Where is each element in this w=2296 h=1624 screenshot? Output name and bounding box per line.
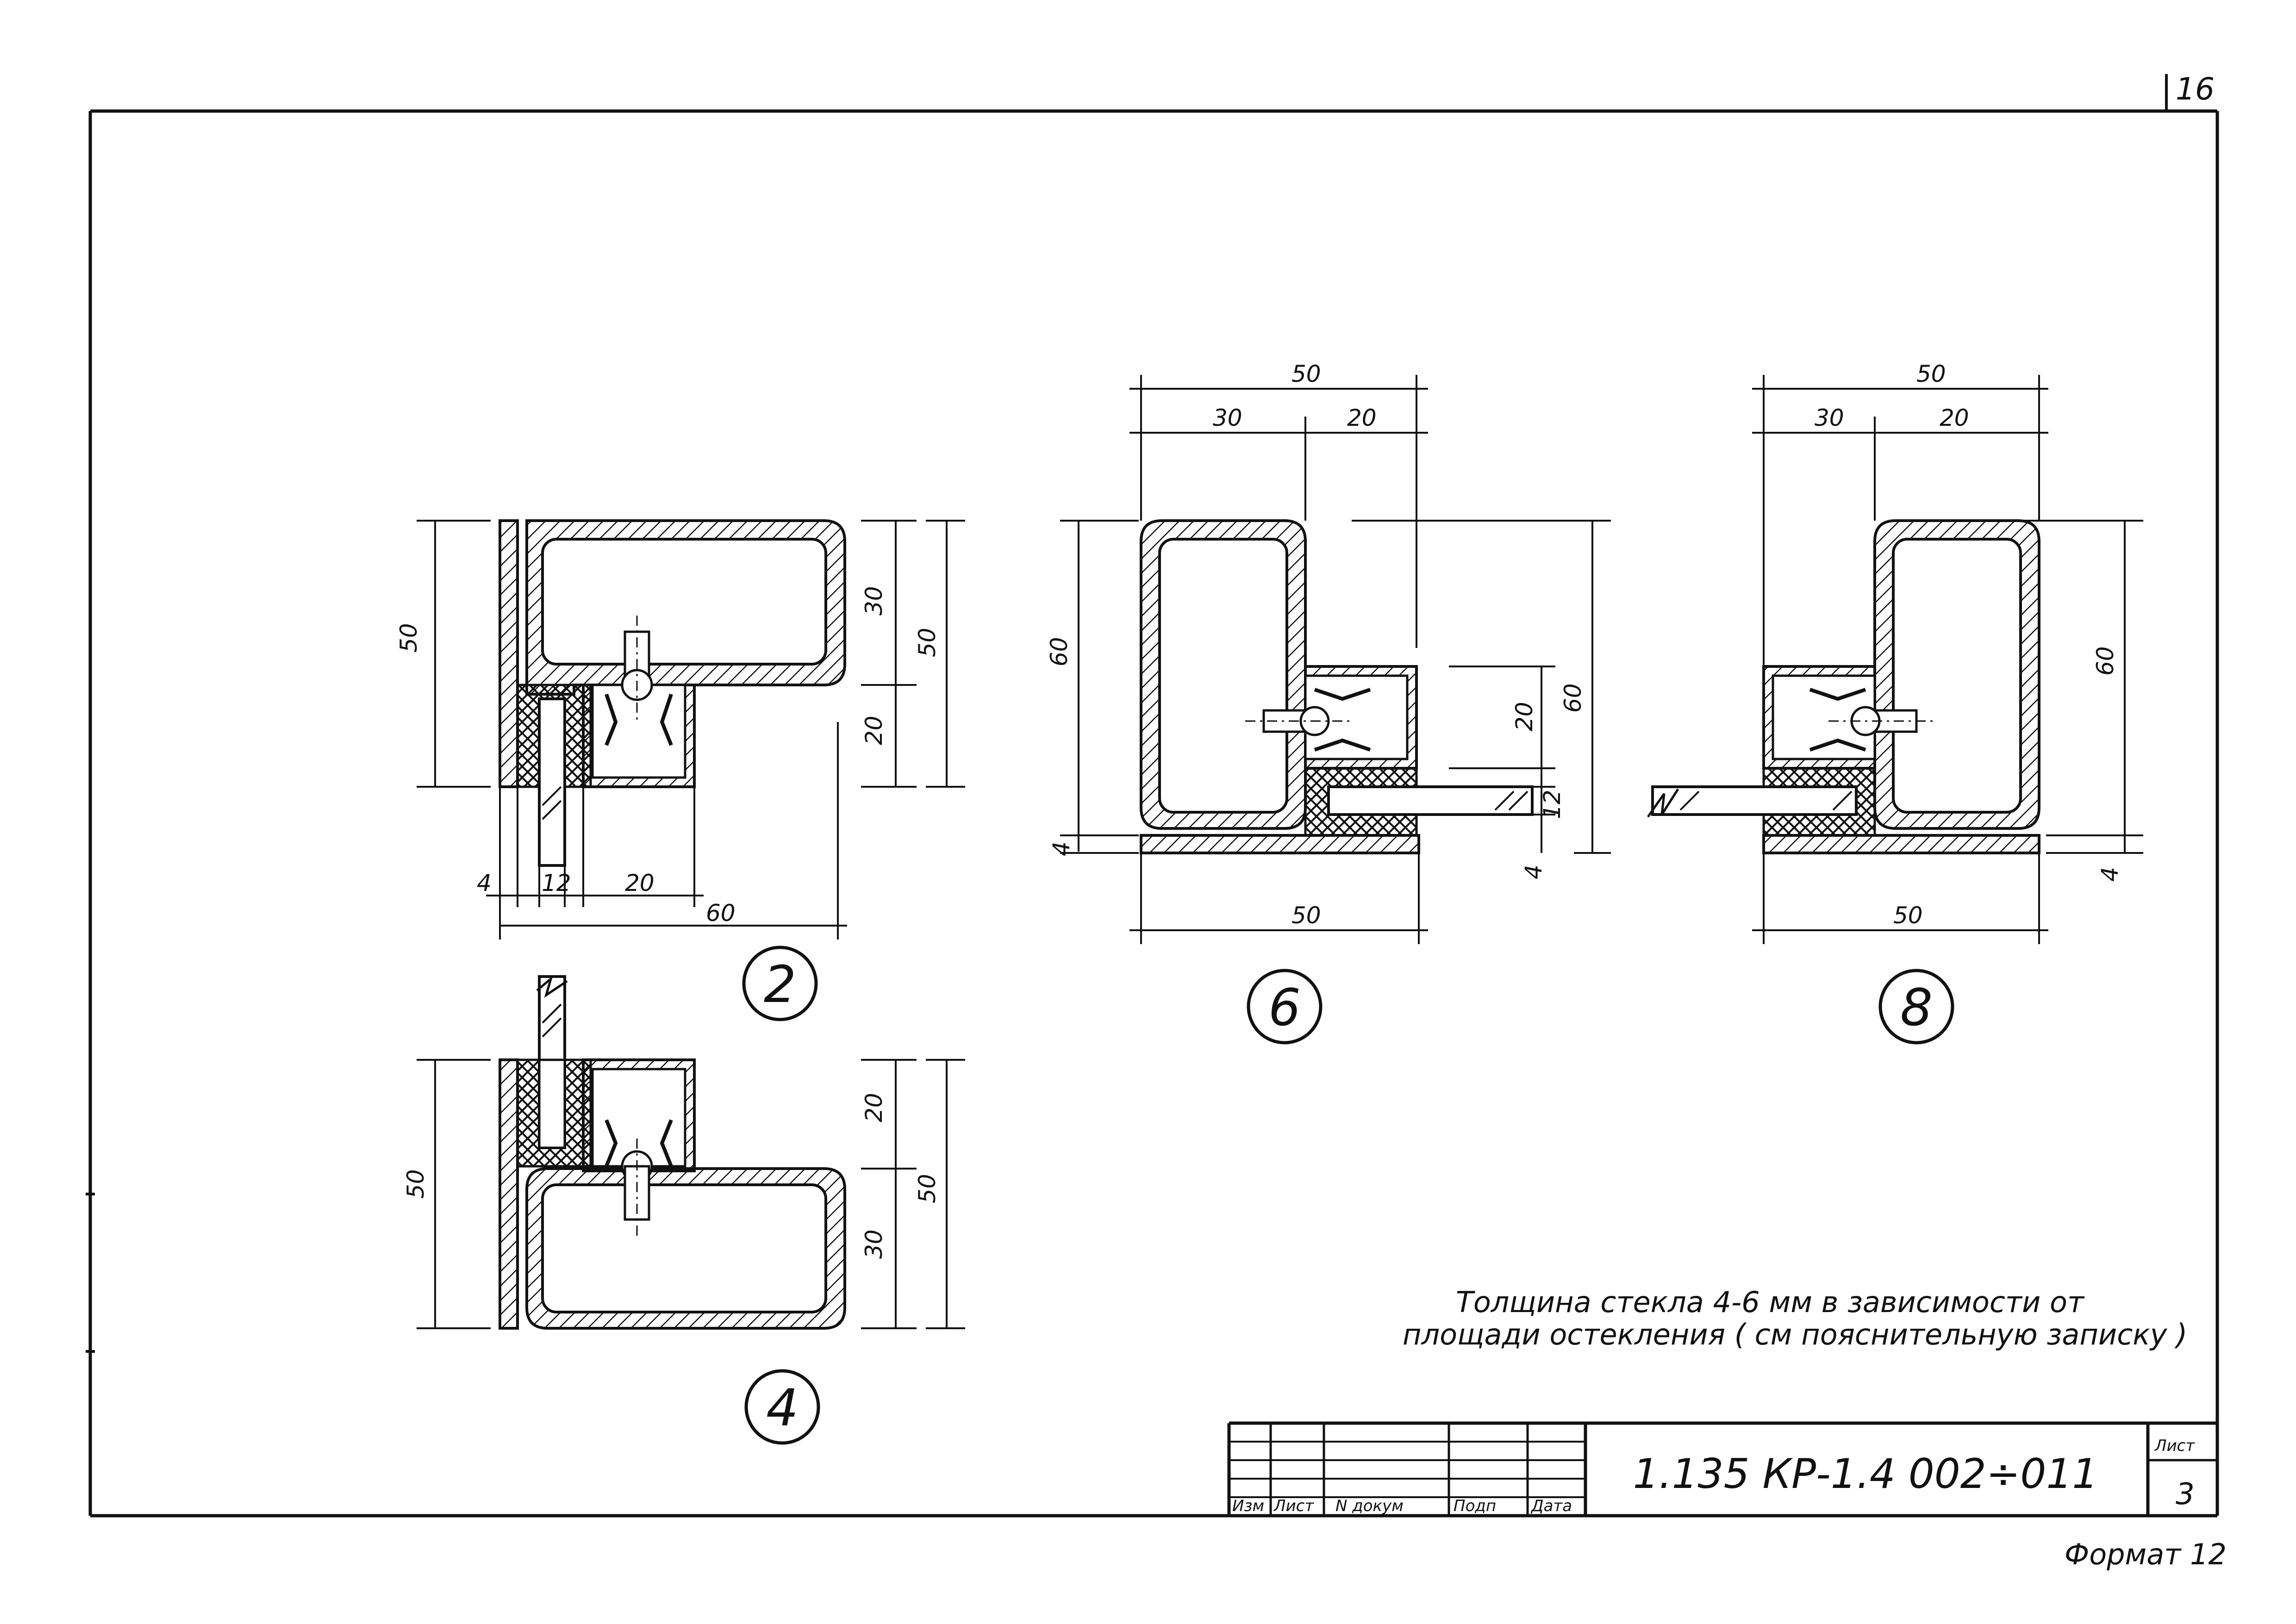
dim-overall-height: 50	[402, 1169, 429, 1199]
detail-label: 6	[1268, 978, 1301, 1037]
detail-label: 8	[1900, 978, 1933, 1037]
dim-right-height: 60	[1560, 683, 1586, 713]
dim-left-height: 60	[1046, 637, 1073, 666]
detail-8: 50 30 20 60 4 50 8	[1647, 361, 2143, 1045]
dim-right-height: 60	[2092, 646, 2119, 676]
note-line-2: площади остекления ( см пояснительную за…	[1403, 1318, 2187, 1351]
vertical-plate	[499, 519, 519, 788]
tb-col-list: Лист	[1273, 1497, 1314, 1515]
detail-label: 4	[766, 1378, 799, 1437]
dim-top-right: 20	[1940, 404, 1969, 431]
dim-top-total: 50	[1916, 361, 1946, 387]
format-label: Формат 12	[2065, 1537, 2227, 1571]
dimension-lines	[417, 1059, 965, 1329]
vertical-plate	[499, 1058, 519, 1330]
dim-lower-part: 20	[861, 716, 887, 745]
dimension-lines	[1752, 375, 2143, 944]
tb-col-izm: Изм	[1232, 1497, 1264, 1515]
glass-pane	[1651, 785, 1858, 816]
base-plate	[1762, 834, 2040, 854]
detail-label: 2	[764, 955, 796, 1014]
corner-page-number: 16	[2176, 71, 2215, 107]
detail-2: 50 30 20 50 4 12 20 60 2	[395, 519, 965, 1021]
dim-top-left: 30	[1213, 404, 1242, 431]
document-code: 1.135 КР-1.4 002÷011	[1633, 1450, 2098, 1498]
sheet-frame	[86, 74, 2219, 1518]
dim-lower-part: 30	[861, 1229, 887, 1259]
glass-pane	[538, 697, 566, 867]
dim-glass-thickness: 4	[477, 870, 492, 896]
detail-callout-circle	[1878, 969, 1954, 1045]
dim-top-total: 50	[1292, 361, 1321, 387]
base-plate	[1140, 834, 1420, 854]
dim-glass-gap: 12	[1539, 790, 1566, 819]
glass-pane	[1327, 785, 1534, 816]
dim-overall-width: 60	[706, 900, 736, 927]
detail-6: 50 30 20 60 20 60 12 4 4 50 6	[1046, 361, 1611, 1045]
dim-channel-height: 20	[1511, 702, 1538, 731]
dim-bottom-width: 50	[1292, 902, 1321, 929]
sheet-label: Лист	[2154, 1437, 2195, 1455]
dim-base-plate: 4	[1520, 865, 1547, 879]
tb-col-date: Дата	[1530, 1497, 1572, 1515]
tb-col-sign: Подп	[1454, 1497, 1496, 1515]
dim-upper-part: 30	[861, 586, 887, 616]
dim-bottom-width: 50	[1893, 902, 1923, 929]
detail-callout-circle	[744, 1369, 820, 1445]
dim-upper-part: 20	[861, 1093, 887, 1122]
dim-right-height: 50	[914, 1174, 941, 1203]
dim-channel-width: 20	[625, 870, 655, 896]
dim-right-height: 50	[914, 628, 941, 657]
title-block	[1227, 1421, 2217, 1516]
tb-col-doc: N докум	[1335, 1497, 1404, 1515]
detail-callout-circle	[742, 946, 818, 1021]
sheet-number: 3	[2176, 1477, 2195, 1512]
dimension-lines	[417, 520, 965, 940]
detail-4: 50 20 30 50 4	[402, 975, 965, 1445]
dim-top-left: 30	[1815, 404, 1844, 431]
dim-overall-height: 50	[395, 623, 422, 653]
dim-top-right: 20	[1347, 404, 1377, 431]
dim-plate-thickness: 4	[2096, 867, 2123, 882]
dimension-lines	[1060, 375, 1611, 944]
note-line-1: Толщина стекла 4-6 мм в зависимости от	[1456, 1285, 2085, 1319]
dim-plate-thickness-left: 4	[1048, 841, 1075, 856]
dim-gap: 12	[542, 870, 571, 896]
detail-callout-circle	[1247, 969, 1323, 1045]
